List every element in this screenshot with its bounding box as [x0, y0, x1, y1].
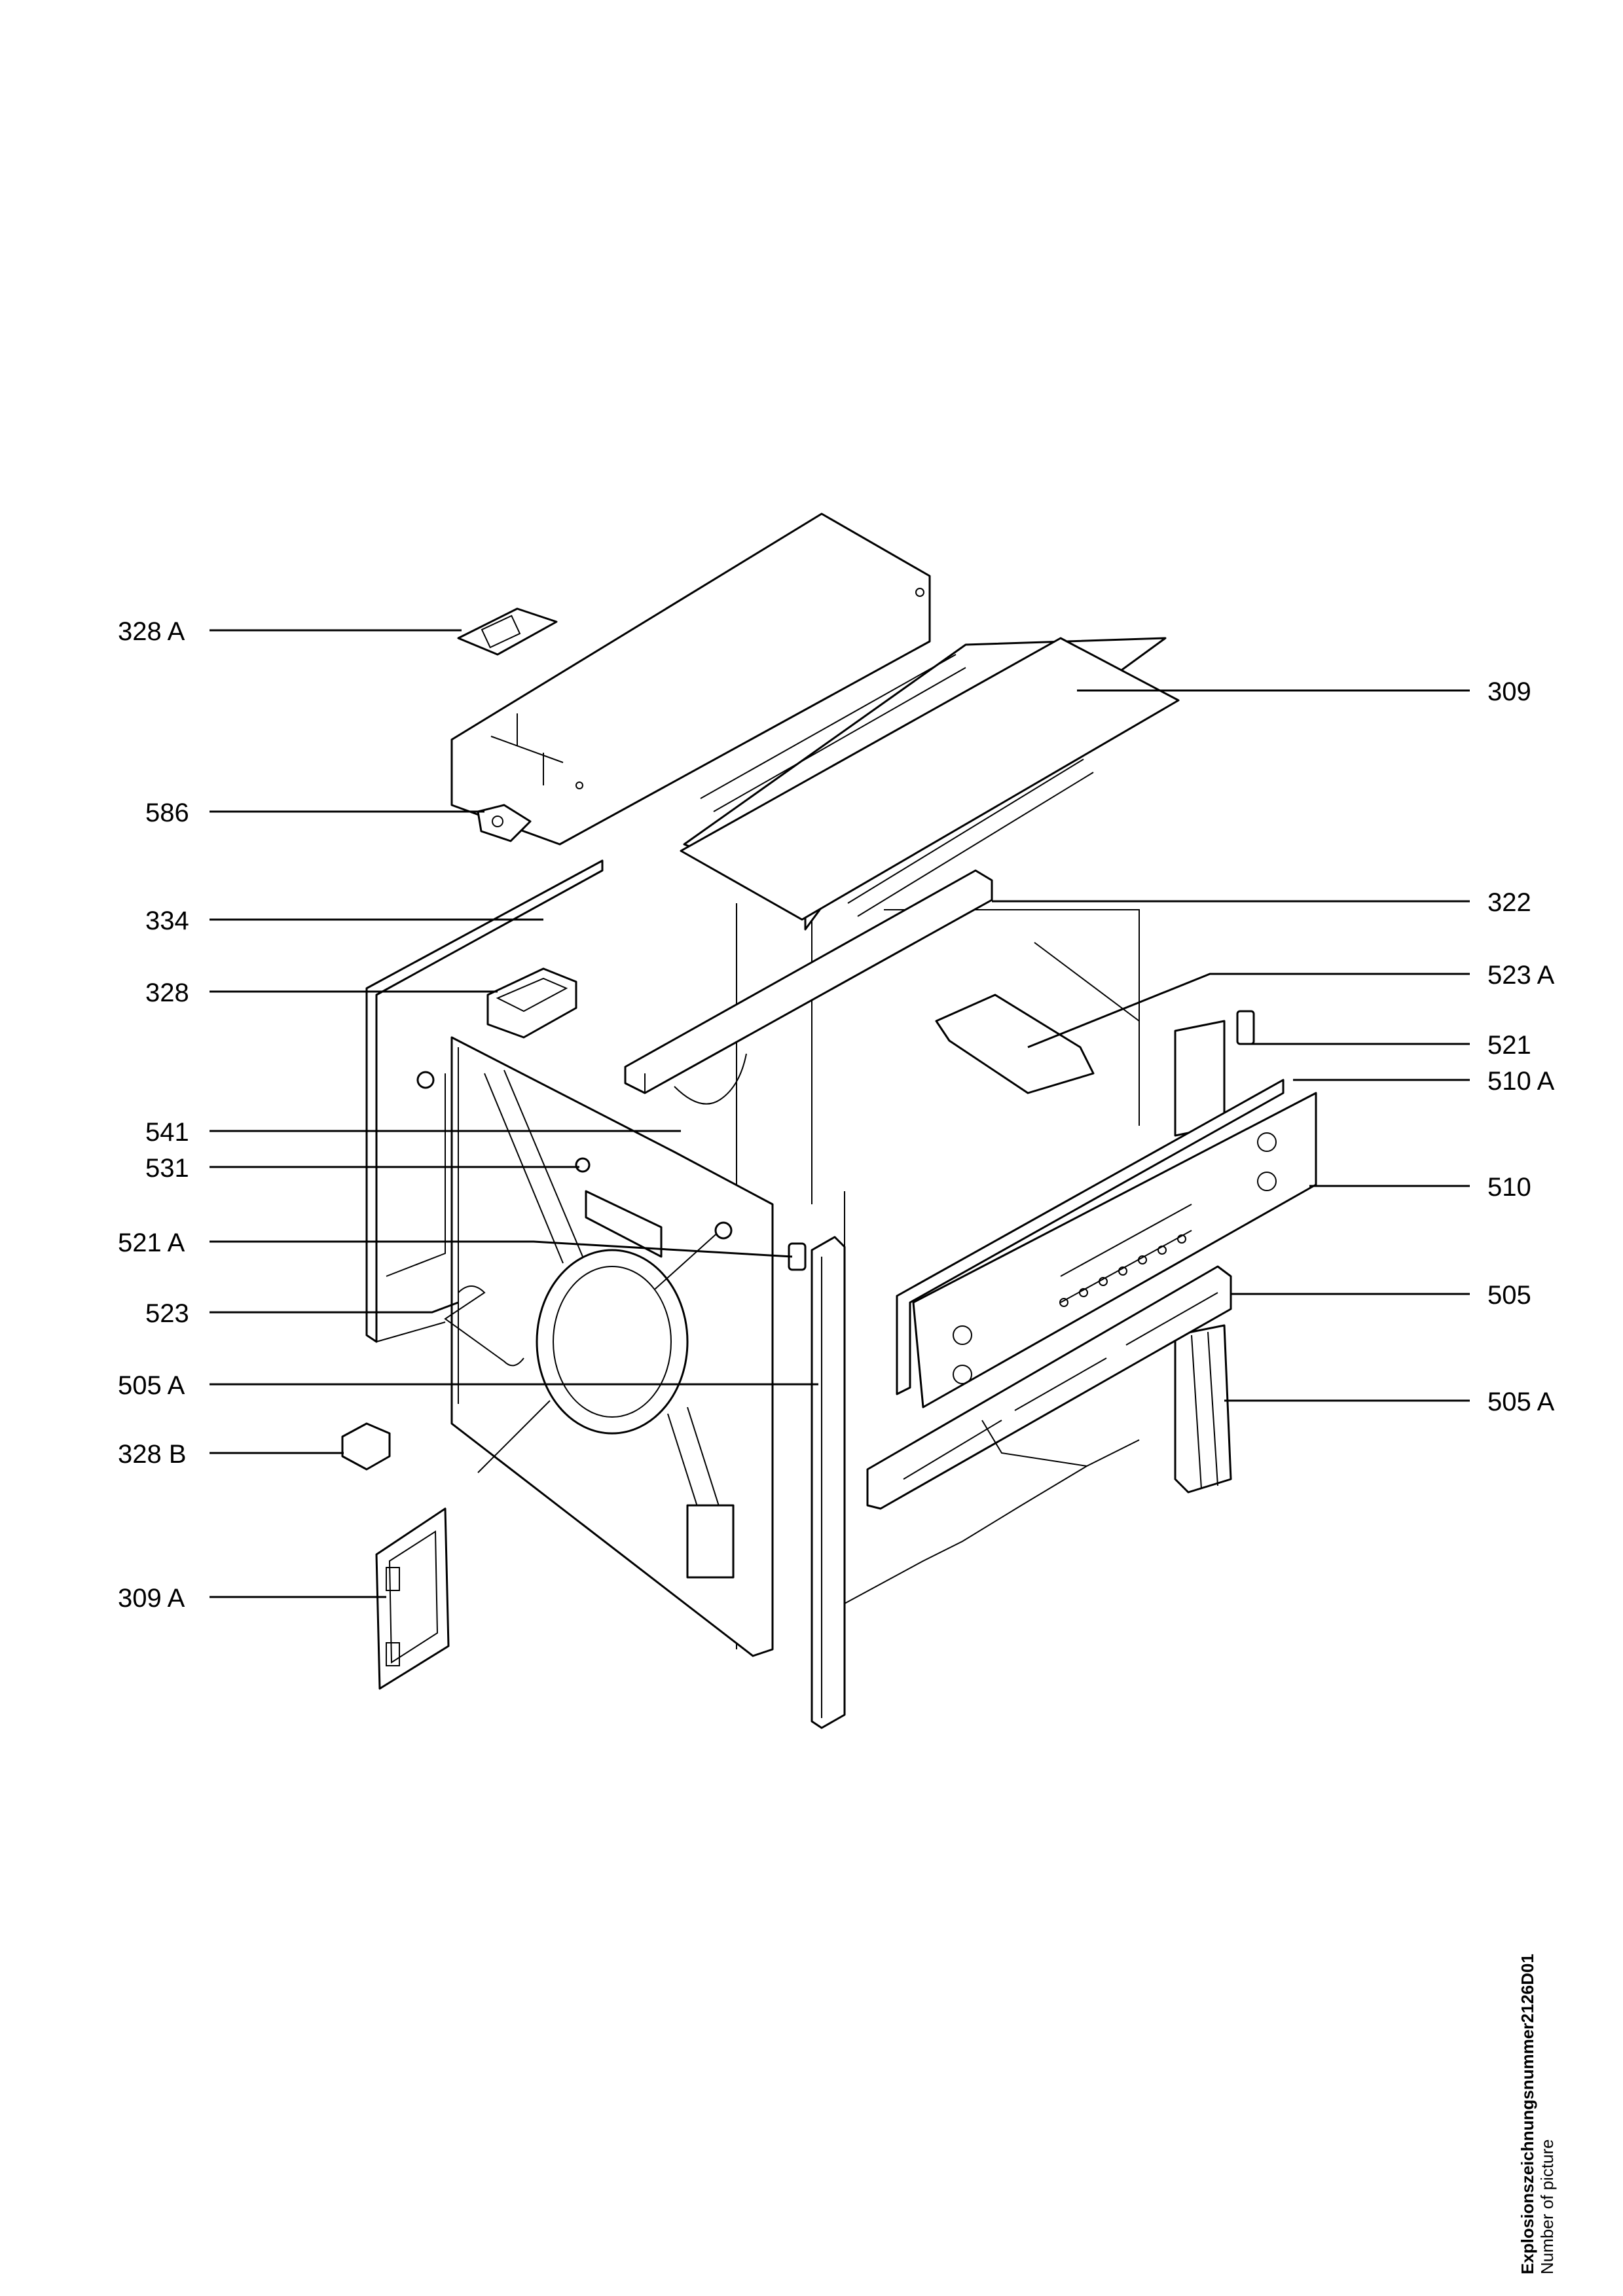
label-328a: 328 A: [118, 617, 185, 646]
control-panel-510: [896, 1079, 1317, 1408]
bottom-strip-505: [866, 1265, 1232, 1510]
label-510a: 510 A: [1487, 1067, 1555, 1096]
caption-drawing-number: Explosionszeichnungsnummer2126D01: [1518, 1954, 1537, 2274]
rail-505a-left: [811, 1236, 846, 1729]
label-322: 322: [1487, 888, 1531, 917]
cable-strip-322: [624, 869, 993, 1094]
label-586: 586: [145, 798, 189, 827]
leader-521a: [210, 1240, 793, 1258]
label-521a: 521 A: [118, 1229, 185, 1257]
label-505a-left: 505 A: [118, 1371, 185, 1400]
spring-541: [674, 1053, 747, 1105]
leader-lines: [210, 629, 1470, 1598]
bottom-floor: [844, 1420, 1140, 1604]
label-505: 505: [1487, 1281, 1531, 1310]
label-521: 521: [1487, 1031, 1531, 1060]
wire-523: [444, 1285, 524, 1367]
label-309: 309: [1487, 677, 1531, 706]
callout-labels: 328 A 309 586 322 334 523 A 328 521 510 …: [118, 617, 1555, 1613]
leader-523a: [1027, 973, 1470, 1049]
bracket-523a: [935, 994, 1095, 1094]
label-523a: 523 A: [1487, 961, 1555, 990]
picture-number-caption: Explosionszeichnungsnummer2126D01 Number…: [1518, 1620, 1557, 2274]
label-541: 541: [145, 1118, 189, 1147]
caption-number-of-picture: Number of picture: [1537, 2139, 1557, 2274]
latch-521: [1236, 1010, 1255, 1045]
label-328: 328: [145, 978, 189, 1007]
label-328b: 328 B: [118, 1440, 187, 1469]
label-531: 531: [145, 1154, 189, 1183]
side-panel-334: [365, 859, 604, 1343]
knobs-531: [416, 1071, 733, 1240]
label-334: 334: [145, 906, 189, 935]
top-cover-309: [450, 512, 1180, 931]
cover-plate-309a: [375, 1507, 450, 1690]
label-510: 510: [1487, 1173, 1531, 1202]
label-505a-right: 505 A: [1487, 1388, 1555, 1416]
plug-328b: [341, 1422, 391, 1471]
insulation-block-328: [486, 967, 577, 1039]
bracket-328a: [457, 607, 558, 656]
label-523: 523: [145, 1299, 189, 1328]
front-frame: [450, 1036, 774, 1657]
label-309a: 309 A: [118, 1584, 185, 1613]
clip-586: [477, 804, 532, 842]
leader-523: [210, 1301, 459, 1314]
